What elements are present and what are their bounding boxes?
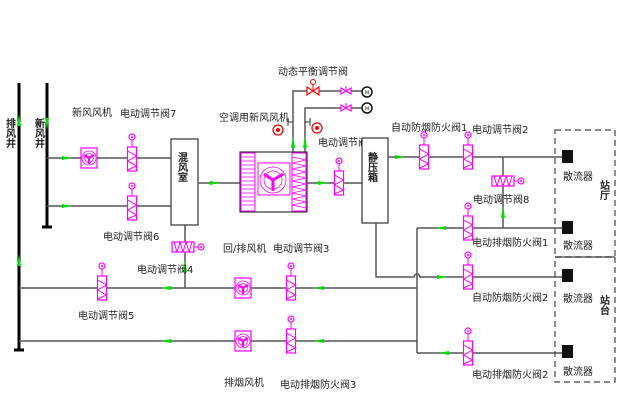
mixing-chamber-label: 混风室	[176, 151, 188, 182]
valve-1-label: 电动调节阀1	[318, 136, 374, 149]
diffuser-label: 散流器	[563, 365, 593, 378]
diffuser-label: 散流器	[563, 239, 593, 252]
dynamic-balance-valve-label: 动态平衡调节阀	[278, 65, 348, 78]
flow-arrow-right-icon	[62, 156, 72, 160]
return-exhaust-fan-icon[interactable]	[233, 276, 253, 300]
valve-6-label: 电动调节阀6	[103, 230, 159, 243]
water-valve-return-icon[interactable]	[340, 103, 352, 113]
ahu-label: 空调用新风风机	[219, 111, 289, 124]
concourse-zone: 站厅	[554, 129, 616, 258]
smoke-fire-damper-1-icon[interactable]	[462, 202, 474, 241]
valve-3-label: 电动调节阀3	[273, 242, 329, 255]
flow-arrow-right-icon	[210, 181, 220, 185]
flow-arrow-left-icon	[439, 351, 449, 355]
flow-arrow-left-icon	[314, 286, 324, 290]
diffuser-icon[interactable]	[562, 269, 573, 282]
concourse-label: 站厅	[598, 179, 610, 201]
smoke-fire-damper-2-label: 电动排烟防火阀2	[472, 368, 548, 381]
valve-8-icon[interactable]	[491, 175, 525, 187]
fresh-air-fan-icon[interactable]	[79, 146, 99, 170]
smoke-fire-damper-3-icon[interactable]	[285, 315, 297, 354]
flow-arrow-right-icon	[318, 181, 328, 185]
flow-arrow-up-icon	[291, 136, 295, 148]
fresh-air-shaft-label: 新风井	[33, 117, 45, 149]
temperature-sensor-icon	[311, 122, 323, 134]
valve-1-icon[interactable]	[333, 157, 345, 196]
flow-arrow-left-icon	[436, 226, 446, 230]
temperature-sensor-icon	[272, 124, 284, 136]
flow-arrow-up-icon	[303, 136, 307, 148]
auto-fire-damper-2-label: 自动防烟防火阀2	[472, 291, 548, 304]
flow-arrow-left-icon	[314, 339, 324, 343]
smoke-fire-damper-3-label: 电动排烟防火阀3	[280, 378, 356, 391]
valve-2-label: 电动调节阀2	[472, 123, 528, 136]
diffuser-icon[interactable]	[562, 345, 573, 358]
water-return-terminal-icon	[361, 102, 373, 114]
smoke-exhaust-fan-icon[interactable]	[233, 329, 253, 353]
valve-4-label: 电动调节阀4	[137, 263, 193, 276]
valve-5-icon[interactable]	[96, 262, 108, 301]
smoke-fire-damper-1-label: 电动排烟防火阀1	[472, 236, 548, 249]
static-pressure-box[interactable]: 静压箱	[361, 137, 389, 224]
flow-arrow-right-icon	[395, 155, 405, 159]
ahu-fan-icon	[257, 162, 291, 196]
valve-8-label: 电动调节阀8	[473, 193, 529, 206]
valve-3-icon[interactable]	[285, 262, 297, 301]
smoke-exhaust-fan-label: 排烟风机	[224, 376, 264, 389]
ahu-unit[interactable]: 空调用新风风机	[219, 111, 308, 213]
valve-2-icon[interactable]	[462, 131, 474, 170]
valve-5-label: 电动调节阀5	[78, 309, 134, 322]
diffuser-label: 散流器	[563, 292, 593, 305]
auto-fire-damper-1-label: 自动防烟防火阀1	[391, 121, 467, 134]
diffuser-label: 散流器	[563, 170, 593, 183]
diffuser-icon[interactable]	[562, 150, 573, 163]
platform-zone: 站台	[554, 256, 616, 383]
fresh-air-fan-label: 新风风机	[72, 106, 112, 119]
mixing-chamber[interactable]: 混风室	[170, 138, 199, 226]
auto-fire-damper-1-icon[interactable]	[418, 131, 430, 170]
water-supply-terminal-icon	[361, 86, 373, 98]
flow-arrow-left-icon	[161, 286, 171, 290]
return-exhaust-fan-label: 回/排风机	[223, 242, 266, 255]
dynamic-balance-valve-icon[interactable]	[306, 79, 320, 97]
exhaust-shaft-label: 排风井	[4, 117, 16, 149]
smoke-fire-damper-2-icon[interactable]	[462, 327, 474, 366]
flow-arrow-left-icon	[161, 339, 171, 343]
auto-fire-damper-2-icon[interactable]	[462, 251, 474, 290]
valve-7-icon[interactable]	[126, 133, 138, 172]
valve-6-icon[interactable]	[126, 182, 138, 221]
valve-4-icon[interactable]	[171, 241, 205, 253]
static-pressure-box-label: 静压箱	[366, 151, 378, 183]
fresh-air-shaft: 新风井	[33, 83, 52, 229]
water-valve-supply-icon[interactable]	[340, 86, 352, 96]
platform-label: 站台	[598, 294, 610, 316]
exhaust-shaft: 排风井	[4, 83, 24, 352]
diffuser-icon[interactable]	[562, 221, 573, 234]
flow-arrow-up-icon	[501, 206, 505, 218]
flow-arrow-right-icon	[62, 204, 72, 208]
flow-arrow-right-icon	[437, 275, 447, 279]
valve-7-label: 电动调节阀7	[120, 107, 176, 120]
